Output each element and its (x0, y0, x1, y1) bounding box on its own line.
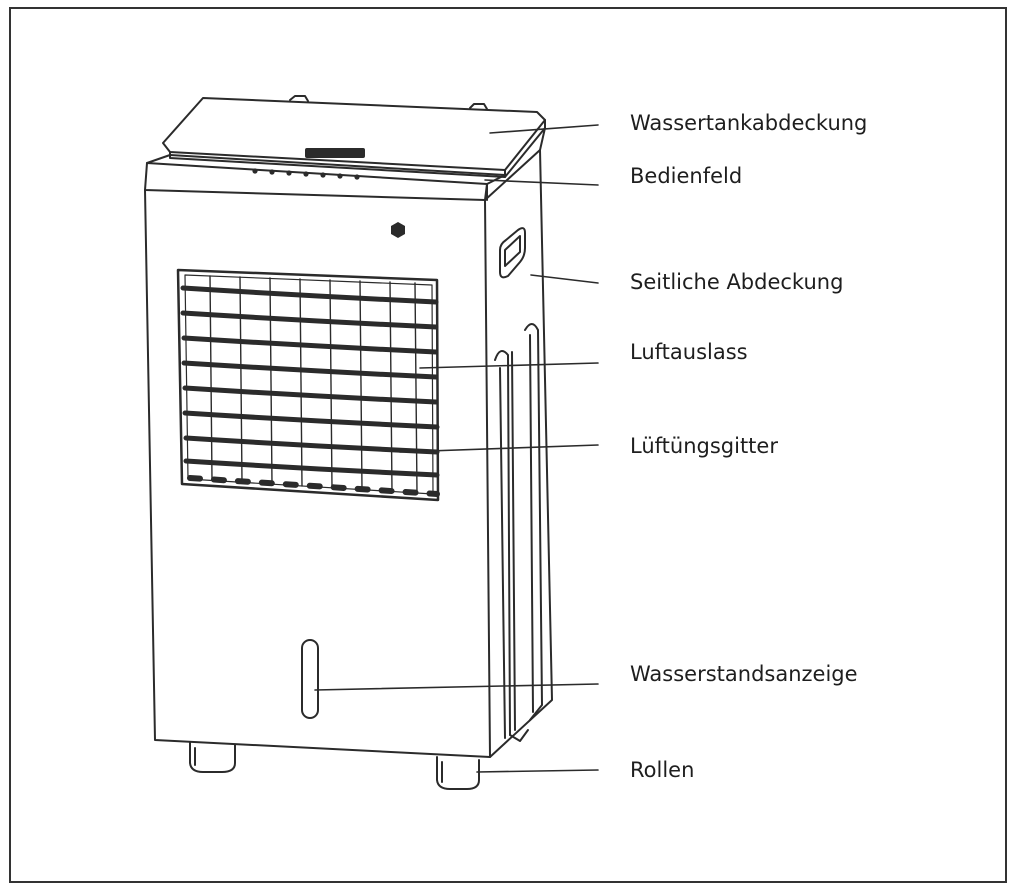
label-water-tank-cover: Wassertankabdeckung (630, 111, 868, 135)
label-wheels: Rollen (630, 758, 695, 782)
leader-lines (314, 124, 599, 773)
label-air-outlet: Luftauslass (630, 340, 748, 364)
leader-line-gitter (399, 444, 599, 453)
air-outlet-grille (176, 268, 440, 502)
label-side-cover: Seitliche Abdeckung (630, 270, 844, 294)
wheels (189, 741, 480, 790)
control-button (337, 173, 343, 179)
leader-line-rollen (476, 769, 599, 773)
control-button (354, 174, 360, 180)
water-tank-cover (162, 95, 546, 178)
control-button (286, 170, 292, 176)
leader-line-wassertank (489, 124, 599, 134)
control-button (303, 171, 309, 177)
leader-line-seitlich (530, 274, 599, 284)
control-button (252, 168, 258, 174)
leader-line-bedienfeld (484, 179, 599, 186)
leader-line-wasserstand (314, 683, 599, 691)
diagram-frame (9, 7, 1007, 883)
side-cover (494, 227, 543, 742)
label-water-level-indicator: Wasserstandsanzeige (630, 662, 858, 686)
brand-logo (391, 222, 405, 238)
control-button (320, 172, 326, 178)
main-body (144, 127, 553, 758)
label-control-panel: Bedienfeld (630, 164, 743, 188)
leader-line-luftauslass (419, 362, 599, 369)
water-level-window (301, 639, 319, 719)
lid-handle (305, 148, 365, 158)
label-vent-grille: Lüftüngsgitter (630, 434, 778, 458)
control-button (269, 169, 275, 175)
